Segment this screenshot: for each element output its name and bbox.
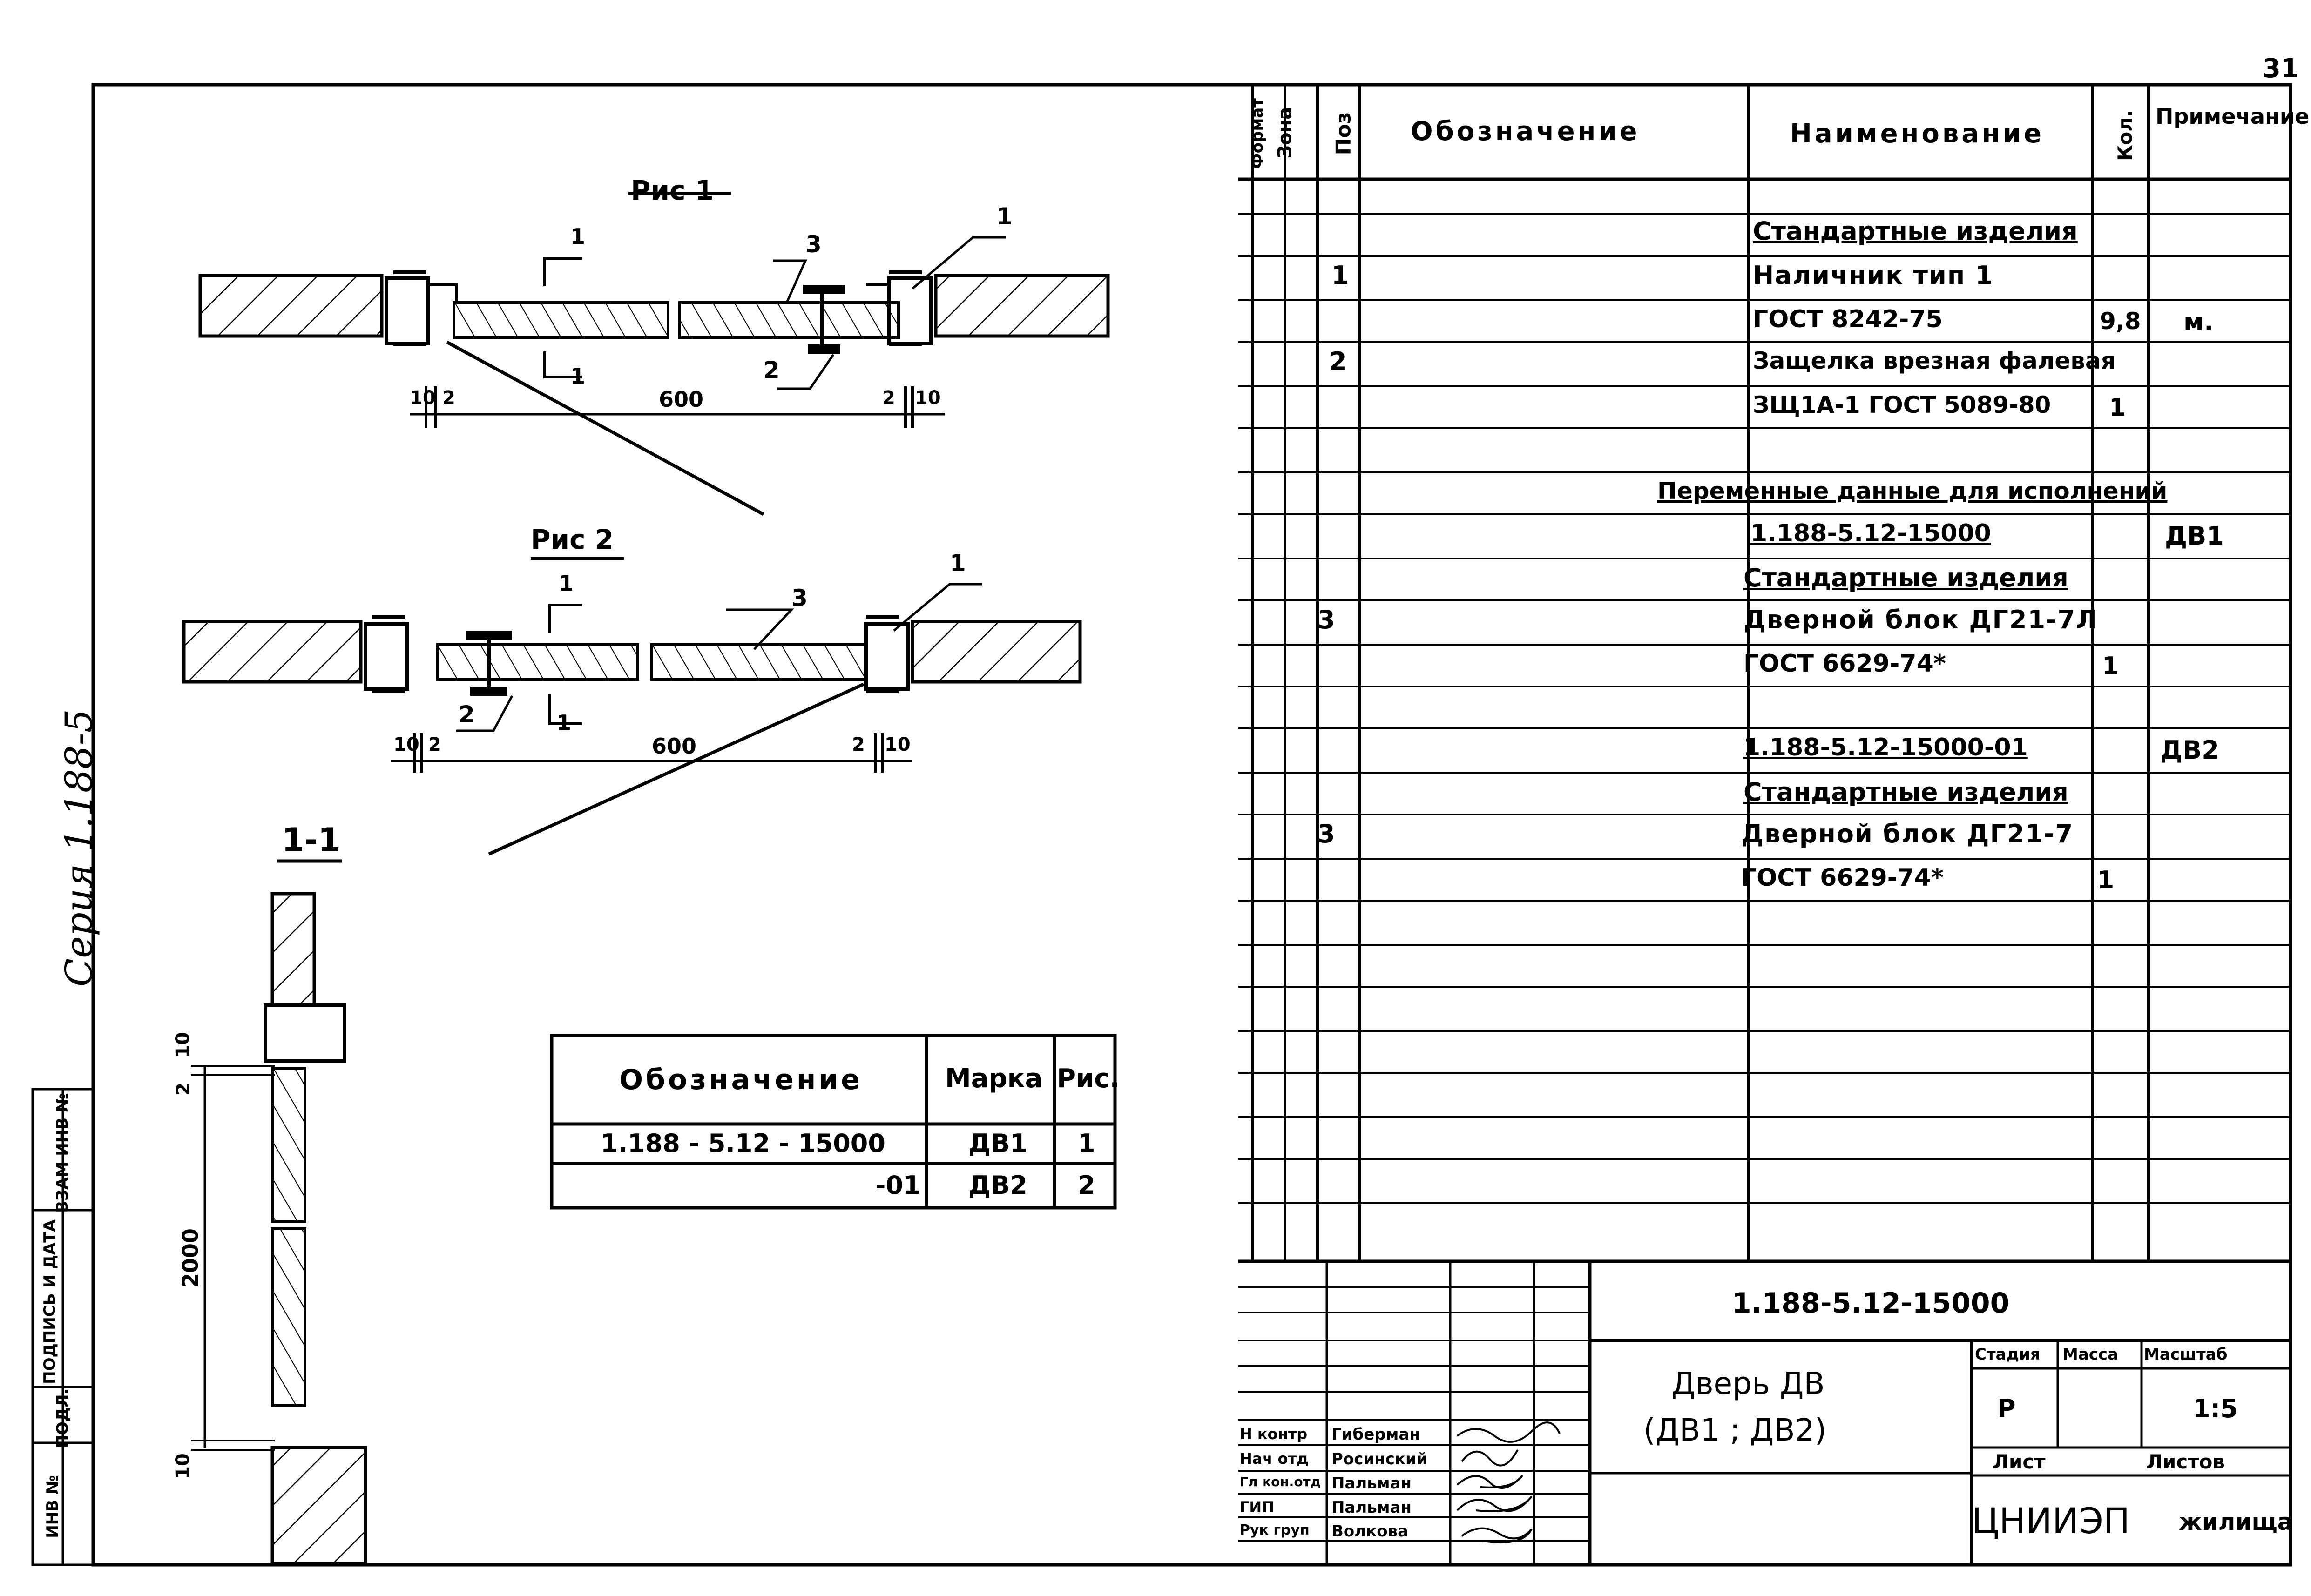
title-block-sheets-label: Листов [2146,1450,2225,1473]
mark-table-row1-mark: ДВ1 [968,1129,1027,1158]
spec-row16-name: ГОСТ 6629-74* [1741,864,1944,892]
fig2-callout-3: 3 [791,585,808,612]
sig4-role: ГИП [1240,1498,1274,1516]
title-block-sheet-label: Лист [1993,1450,2046,1473]
title-block-stage-label: Стадия [1975,1345,2041,1364]
fig2-dim-2-left: 2 [428,734,441,755]
spec-row5-qty: 1 [2109,394,2126,422]
sig3-name: Пальман [1331,1474,1412,1493]
fig1-callout-3: 3 [805,231,822,258]
spec-row3-name: ГОСТ 8242-75 [1753,305,1943,333]
title-block-stage: Р [1997,1394,2016,1423]
mark-table-row1-designation: 1.188 - 5.12 - 15000 [601,1129,885,1158]
spec-row7-name: Переменные данные для исполнений [1657,478,2168,505]
mark-table-row2-mark: ДВ2 [968,1171,1027,1200]
fig1-callout-2: 2 [764,357,780,384]
title-block-mass-label: Масса [2062,1345,2119,1364]
fig1-dim-2-right: 2 [882,387,895,409]
sheet-frame [91,83,2292,1567]
fig1-drawing [198,192,1110,516]
spec-table-grid [1238,85,2291,1261]
title-block-name-line2: (ДВ1 ; ДВ2) [1643,1412,1827,1448]
fig2-title: Рис 2 [531,524,614,555]
sig3-role: Гл кон.отд [1240,1474,1321,1489]
mark-table-header-mark: Марка [945,1064,1043,1094]
mark-table-row1-fig: 1 [1078,1129,1095,1158]
spec-header-designation: Обозначение [1411,116,1640,147]
spec-row13-name: 1.188-5.12-15000-01 [1743,734,2028,761]
fig1-callout-1: 1 [996,203,1013,230]
sig2-name: Росинский [1331,1450,1428,1468]
fig1-dim-2-left: 2 [442,387,455,409]
spec-row13-note: ДВ2 [2160,735,2219,765]
sig2-role: Нач отд [1240,1450,1309,1468]
fig1-dim-600: 600 [659,387,704,412]
fig2-dim-2-right: 2 [852,734,865,755]
title-block-grid [1238,1259,2291,1565]
spec-row3-qty: 9,8 [2100,308,2141,335]
fig1-section-mark-top: 1 [570,224,586,249]
mark-table-header-designation: Обозначение [619,1064,863,1096]
sig1-name: Гиберман [1331,1425,1420,1444]
fig2-callout-1: 1 [950,550,966,577]
fig1-dim-10-left: 10 [410,387,436,409]
fig2-callout-2: 2 [459,701,475,728]
spec-row4-name: Защелка врезная фалевая [1753,347,2116,374]
fig1-section-mark-bottom: 1 [570,364,586,389]
spec-row8-note: ДВ1 [2165,521,2224,551]
fig1-title: Рис 1 [631,175,714,206]
section-drawing [191,859,367,1566]
spec-row15-pos: 3 [1318,819,1335,849]
spec-row14-name: Стандартные изделия [1743,777,2068,807]
left-stamp-frame [31,1088,95,1566]
spec-row10-pos: 3 [1318,605,1335,634]
fig1-dim-10-right: 10 [915,387,941,409]
fig2-dim-10-right: 10 [885,734,911,755]
mark-table-header-fig: Рис. [1057,1064,1120,1094]
fig2-dim-600: 600 [652,734,697,759]
spec-header-name: Наименование [1790,119,2044,149]
spec-row10-name: Дверной блок ДГ21-7Л [1743,605,2098,634]
spec-row9-name: Стандартные изделия [1743,563,2068,593]
mark-table-row2-fig: 2 [1078,1171,1095,1200]
spec-row4-pos: 2 [1329,347,1347,376]
mark-table-row2-designation: -01 [875,1171,921,1200]
sig5-name: Волкова [1331,1522,1409,1541]
spec-row16-qty: 1 [2097,866,2115,894]
sig5-role: Рук груп [1240,1522,1310,1538]
spec-row1-name: Стандартные изделия [1753,216,2078,246]
mark-table-grid [550,1034,1117,1210]
title-block-scale: 1:5 [2193,1394,2238,1423]
spec-row5-name: ЗЩ1А-1 ГОСТ 5089-80 [1753,391,2051,418]
title-block-code: 1.188-5.12-15000 [1732,1287,2010,1320]
title-block-scale-label: Масштаб [2144,1345,2228,1364]
sig4-name: Пальман [1331,1498,1412,1517]
spec-header-note: Примечание [2156,104,2310,129]
fig2-section-mark-bottom: 1 [556,710,572,735]
fig2-dim-10-left: 10 [393,734,419,755]
sheet-number: 31 [2263,54,2299,84]
spec-row8-name: 1.188-5.12-15000 [1750,519,1991,547]
sig1-role: Н контр [1240,1425,1308,1443]
fig2-drawing [182,557,1082,856]
spec-row2-name: Наличник тип 1 [1753,261,1994,290]
spec-row15-name: Дверной блок ДГ21-7 [1741,819,2074,849]
title-block-org-main: ЦНИИЭП [1972,1500,2130,1542]
spec-row11-name: ГОСТ 6629-74* [1743,650,1946,678]
spec-row2-pos: 1 [1331,261,1349,290]
section-title: 1-1 [282,821,341,859]
spec-row11-qty: 1 [2102,652,2119,680]
title-block-name-line1: Дверь ДВ [1671,1366,1825,1401]
spec-row3-note: м. [2183,307,2214,337]
title-block-org-sub: жилища [2179,1508,2293,1535]
fig2-section-mark-top: 1 [559,571,574,596]
